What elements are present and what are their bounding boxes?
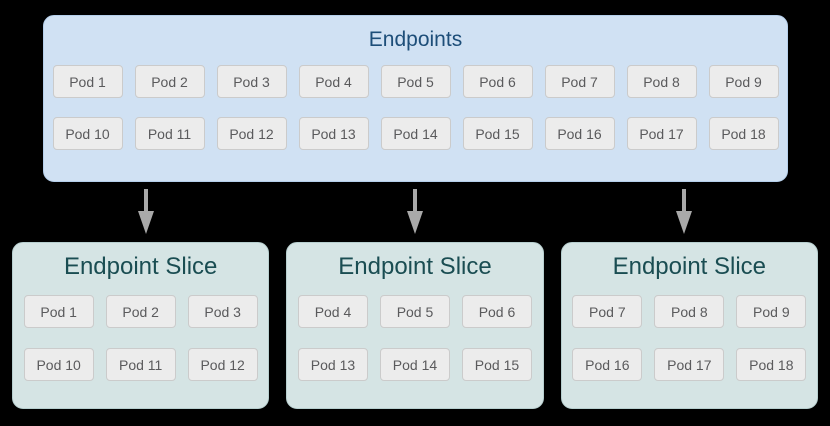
arrow-stem [144,189,149,211]
pod-box: Pod 5 [380,65,451,99]
arrow-head [138,211,155,234]
pod-box: Pod 13 [297,348,368,382]
arrow-stem [681,189,686,211]
pod-box: Pod 18 [708,117,779,151]
arrow-head [407,211,423,234]
pod-box: Pod 10 [52,117,123,151]
pod-row: Pod 1 Pod 2 Pod 3 Pod 4 Pod 5 Pod 6 Pod 7 Pod 8… [52,65,779,99]
pod-box: Pod 9 [736,295,807,329]
arrow-cell [549,189,818,235]
pod-box: Pod 3 [216,65,287,99]
pod-row: Pod 10 Pod 11 Pod 12 [23,348,258,382]
pod-box: Pod 1 [23,295,94,329]
pod-row: Pod 4 Pod 5 Pod 6 [297,295,532,329]
pod-box: Pod 8 [626,65,697,99]
pod-box: Pod 11 [105,348,176,382]
endpoints-pods: Pod 1 Pod 2 Pod 3 Pod 4 Pod 5 Pod 6 Pod 7 Pod 8… [52,65,779,151]
pod-row: Pod 10 Pod 11 Pod 12 Pod 13 Pod 14 Pod 15 Pod … [52,117,779,151]
pod-box: Pod 2 [105,295,176,329]
pod-box: Pod 16 [572,348,643,382]
pod-box: Pod 6 [462,65,533,99]
arrow-down-icon [675,189,692,235]
pod-box: Pod 15 [462,117,533,151]
pod-box: Pod 17 [626,117,697,151]
pod-box: Pod 7 [544,65,615,99]
pod-box: Pod 14 [380,117,451,151]
arrow-cell [12,189,281,235]
pod-row: Pod 13 Pod 14 Pod 15 [297,348,532,382]
arrow-head [675,211,692,234]
pod-box: Pod 9 [708,65,779,99]
slice-pods: Pod 4 Pod 5 Pod 6 Pod 13 Pod 14 Pod 15 [297,295,532,382]
pod-box: Pod 3 [187,295,258,329]
pod-row: Pod 7 Pod 8 Pod 9 [572,295,807,329]
pod-box: Pod 4 [298,65,369,99]
endpoints-box: Endpoints Pod 1 Pod 2 Pod 3 Pod 4 Pod 5 Pod 6… [43,15,788,182]
pod-row: Pod 16 Pod 17 Pod 18 [572,348,807,382]
pod-box: Pod 16 [544,117,615,151]
endpoint-slice-title: Endpoint Slice [612,253,767,280]
pod-box: Pod 14 [379,348,450,382]
pod-row: Pod 1 Pod 2 Pod 3 [23,295,258,329]
pod-box: Pod 6 [461,295,532,329]
arrow-down-icon [407,189,423,235]
pod-box: Pod 17 [654,348,725,382]
pod-box: Pod 13 [298,117,369,151]
pod-box: Pod 2 [134,65,205,99]
arrow-cell [281,189,550,235]
pod-box: Pod 5 [379,295,450,329]
pod-box: Pod 7 [572,295,643,329]
endpoint-slice-title: Endpoint Slice [338,253,492,280]
slice-pods: Pod 1 Pod 2 Pod 3 Pod 10 Pod 11 Pod 12 [23,295,258,382]
endpoint-slice-title: Endpoint Slice [63,253,218,280]
arrow-stem [413,189,417,211]
pod-box: Pod 1 [52,65,123,99]
pod-box: Pod 15 [461,348,532,382]
pod-box: Pod 12 [187,348,258,382]
pod-box: Pod 18 [736,348,807,382]
pod-box: Pod 8 [654,295,725,329]
pod-box: Pod 11 [134,117,205,151]
pod-box: Pod 4 [297,295,368,329]
pod-box: Pod 12 [216,117,287,151]
arrow-down-icon [138,189,155,235]
slice-pods: Pod 7 Pod 8 Pod 9 Pod 16 Pod 17 Pod 18 [572,295,807,382]
endpoints-title: Endpoints [368,28,463,51]
pod-box: Pod 10 [23,348,94,382]
arrows-row [12,189,818,235]
